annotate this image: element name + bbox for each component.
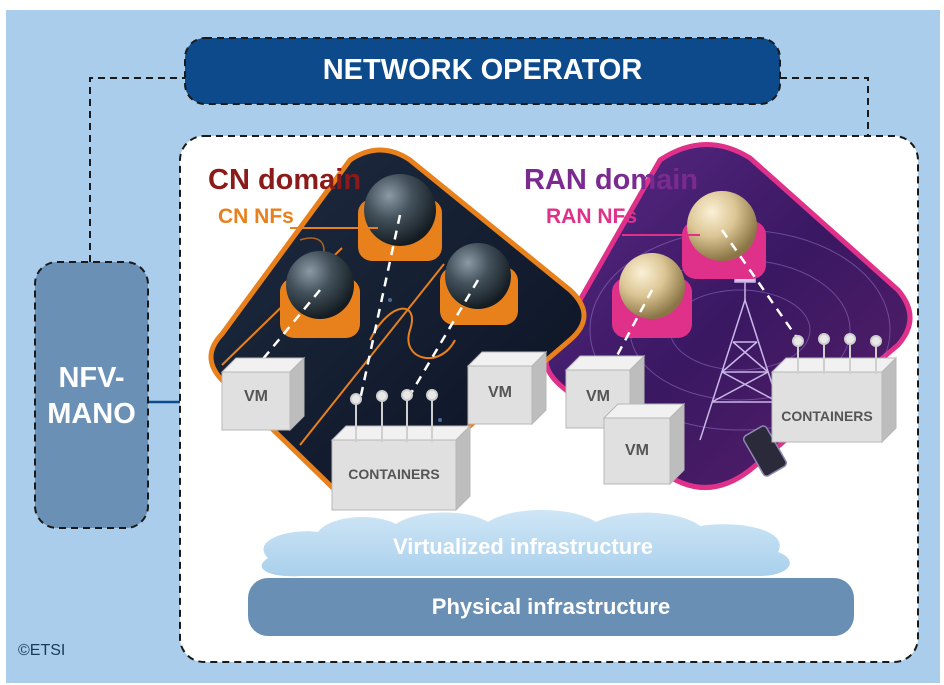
cn-nfs-label: CN NFs (218, 205, 294, 228)
ran-nfs-label: RAN NFs (546, 205, 638, 228)
virtualized-infrastructure-label: Virtualized infrastructure (393, 534, 653, 559)
container-pins-cn (350, 389, 438, 442)
nfv-mano-label-line1: NFV- (58, 362, 125, 394)
ran-domain-title: RAN domain (524, 164, 698, 196)
cn-nf-tile-1 (358, 174, 442, 261)
physical-infrastructure-label: Physical infrastructure (431, 594, 671, 619)
vm-label-ran-left: VM (586, 388, 610, 405)
copyright-label: ©ETSI (18, 642, 66, 659)
virtualized-infrastructure-cloud (261, 510, 790, 577)
containers-label-ran: CONTAINERS (781, 408, 873, 424)
cn-domain-title: CN domain (208, 164, 362, 196)
vm-label-cn-left: VM (244, 388, 268, 405)
vm-cube-cn-left (220, 356, 306, 432)
physical-infrastructure-bar (248, 578, 854, 636)
operator-mano-connector (89, 77, 185, 262)
container-pins-ran (792, 333, 882, 374)
containers-cube-cn (330, 424, 472, 512)
vm-cube-cn-right (466, 350, 548, 426)
containers-cube-ran (770, 356, 898, 444)
vm-cube-ran-bottom (602, 402, 686, 486)
nf-to-host-links (257, 214, 802, 401)
vm-label-ran-bottom: VM (625, 442, 649, 459)
mobile-phone-graphic (742, 425, 788, 477)
containers-label-cn: CONTAINERS (348, 466, 440, 482)
network-operator-label: NETWORK OPERATOR (322, 54, 643, 86)
ran-nf-tile-2 (612, 253, 692, 338)
operator-domain-connector (780, 77, 869, 136)
nfv-mano-box (34, 261, 149, 529)
nfv-mano-label-line2: MANO (47, 398, 136, 430)
network-operator-box (184, 37, 781, 105)
cn-nf-tile-2 (280, 251, 360, 338)
ran-nf-tile-1 (682, 191, 766, 279)
vm-label-cn-right: VM (488, 384, 512, 401)
